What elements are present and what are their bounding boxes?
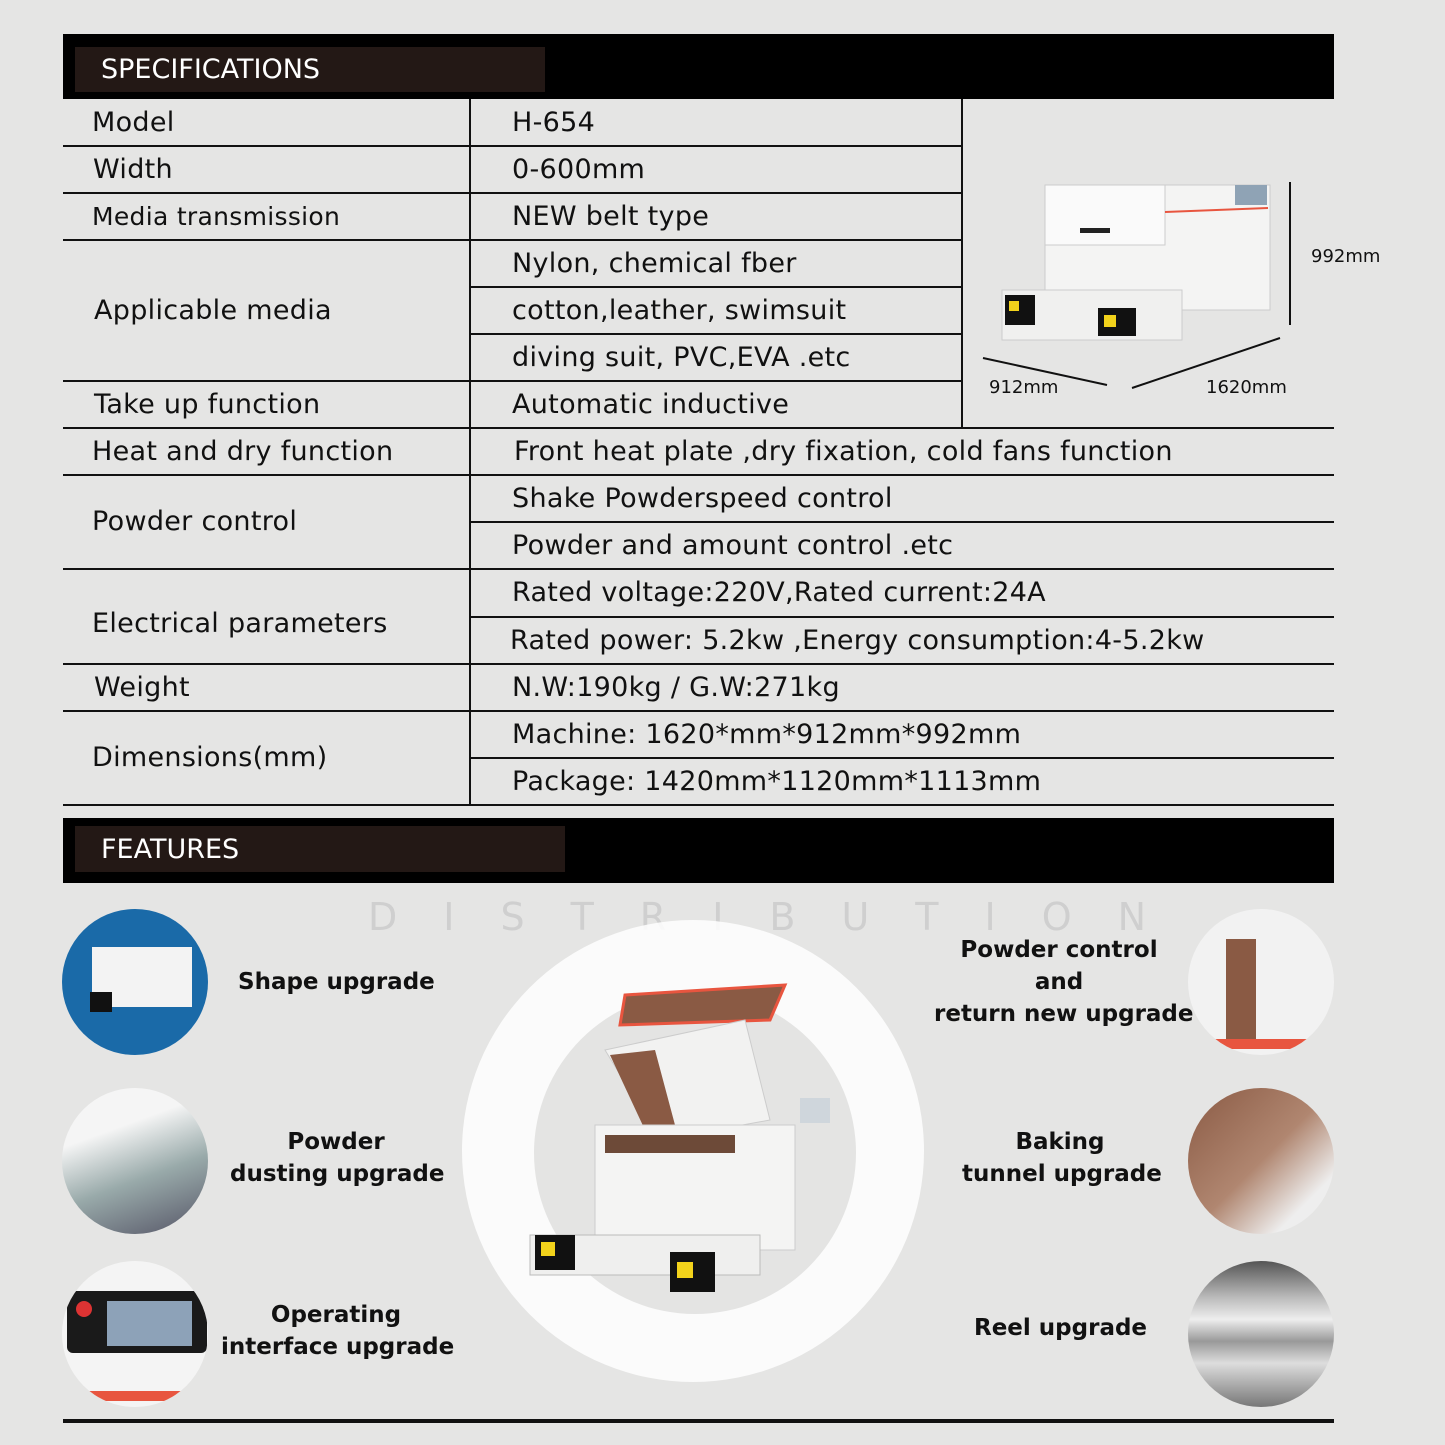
column-divider (469, 99, 471, 806)
row-divider (470, 521, 1334, 523)
spec-label-dimensions: Dimensions(mm) (92, 742, 328, 773)
spec-label-applicable-media: Applicable media (94, 294, 332, 326)
watermark-text: DISTRIBUTION (368, 895, 1193, 939)
spec-value: Shake Powderspeed control (512, 482, 893, 514)
feature-shape-upgrade: Shape upgrade (238, 969, 435, 995)
spec-label-electrical: Electrical parameters (92, 607, 388, 639)
row-divider (470, 616, 1334, 618)
dimension-height: 992mm (1311, 246, 1381, 267)
row-divider (63, 192, 963, 194)
spec-value: Powder and amount control .etc (512, 529, 954, 561)
row-divider (63, 710, 1334, 712)
spec-label-heat-dry: Heat and dry function (92, 435, 394, 467)
row-divider (470, 286, 963, 288)
row-divider (63, 145, 963, 147)
powder-dusting-image (62, 1088, 208, 1234)
specifications-title: SPECIFICATIONS (75, 47, 545, 92)
spec-value: Nylon, chemical fber (512, 247, 797, 279)
row-divider (63, 474, 1334, 476)
row-divider (470, 333, 963, 335)
reel-upgrade-image (1188, 1261, 1334, 1407)
spec-value: Front heat plate ,dry fixation, cold fan… (514, 435, 1173, 467)
row-divider (63, 804, 1334, 806)
spec-value: N.W:190kg / G.W:271kg (512, 671, 840, 703)
spec-value: cotton,leather, swimsuit (512, 294, 847, 326)
features-title: FEATURES (75, 826, 565, 872)
spec-label-take-up: Take up function (94, 388, 321, 420)
spec-label-powder-control: Powder control (92, 506, 298, 537)
bottom-rule (63, 1419, 1334, 1423)
image-cell-divider (961, 99, 963, 429)
row-divider (63, 239, 963, 241)
spec-value: 0-600mm (512, 153, 646, 185)
spec-label-weight: Weight (94, 671, 190, 703)
row-divider (470, 757, 1334, 759)
machine-dimension-image (982, 182, 1291, 389)
spec-value: Rated voltage:220V,Rated current:24A (512, 577, 1046, 608)
spec-value: Automatic inductive (512, 388, 790, 420)
spec-value: NEW belt type (512, 200, 710, 232)
machine-image (529, 983, 830, 1292)
dimension-length: 1620mm (1206, 377, 1287, 398)
baking-tunnel-image (1188, 1088, 1334, 1234)
spec-value: diving suit, PVC,EVA .etc (512, 341, 851, 373)
row-divider (63, 663, 1334, 665)
spec-label-width: Width (93, 153, 173, 185)
spec-value: H-654 (512, 106, 596, 138)
feature-reel-upgrade: Reel upgrade (974, 1315, 1148, 1341)
spec-value: Machine: 1620*mm*912mm*992mm (512, 718, 1022, 750)
powder-control-image (1188, 909, 1334, 1055)
operating-interface-image (62, 1261, 208, 1407)
row-divider (63, 568, 1334, 570)
spec-label-model: Model (92, 106, 175, 138)
row-divider (63, 380, 963, 382)
shape-upgrade-image (62, 909, 208, 1055)
row-divider (63, 427, 1334, 429)
spec-value: Package: 1420mm*1120mm*1113mm (512, 765, 1042, 797)
spec-value: Rated power: 5.2kw ,Energy consumption:4… (510, 624, 1205, 656)
spec-label-media-transmission: Media transmission (92, 201, 341, 231)
dimension-depth: 912mm (989, 377, 1059, 398)
